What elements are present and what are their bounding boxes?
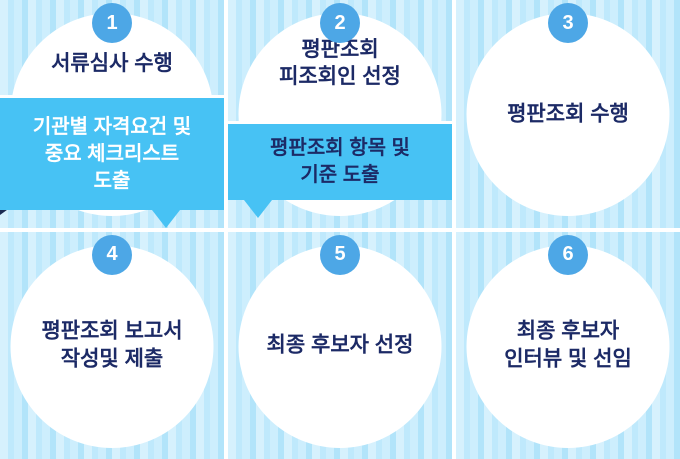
step-5-number-badge: 5 — [320, 234, 360, 275]
step-4-title: 평판조회 보고서 작성및 제출 — [41, 319, 183, 371]
step-3-title: 평판조회 수행 — [507, 102, 629, 126]
step-2-box-tail — [244, 200, 272, 218]
step-6-cell: 6 최종 후보자 인터뷰 및 선임 — [456, 231, 680, 459]
step-1-box-tail — [152, 210, 180, 228]
step-2-title: 평판조회 피조회인 선정 — [279, 38, 401, 89]
step-1-cell: 1 서류심사 수행 기관별 자격요건 및 중요 체크리스트 도출 — [0, 0, 224, 228]
step-2-number-badge: 2 — [320, 3, 360, 43]
step-3-circle — [466, 13, 670, 216]
step-1-number-badge: 1 — [92, 3, 132, 43]
step-5-circle — [238, 244, 442, 448]
step-2-detail-box: 평판조회 항목 및 기준 도출 — [228, 121, 452, 200]
step-5-title: 최종 후보자 선정 — [266, 333, 414, 357]
step-6-title: 최종 후보자 인터뷰 및 선임 — [504, 319, 632, 371]
step-6-circle — [466, 244, 670, 448]
step-4-circle — [10, 244, 214, 448]
step-4-cell: 4 평판조회 보고서 작성및 제출 — [0, 231, 224, 459]
step-1-title: 서류심사 수행 — [51, 52, 173, 75]
step-6-number-badge: 6 — [548, 234, 588, 275]
step-5-cell: 5 최종 후보자 선정 — [228, 231, 452, 459]
step-2-cell: 2 평판조회 피조회인 선정 평판조회 항목 및 기준 도출 — [228, 0, 452, 228]
step-3-number-badge: 3 — [548, 3, 588, 43]
step-3-cell: 3 평판조회 수행 — [456, 0, 680, 228]
step-4-number-badge: 4 — [92, 234, 132, 275]
step-1-detail-box: 기관별 자격요건 및 중요 체크리스트 도출 — [0, 95, 224, 210]
